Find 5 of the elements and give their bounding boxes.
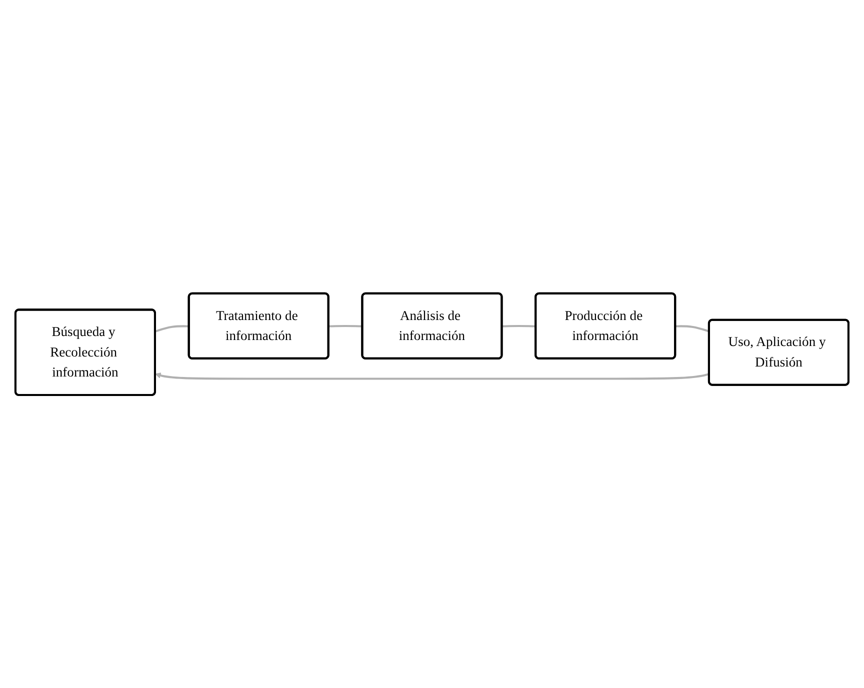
connector	[502, 324, 536, 328]
connector	[328, 324, 363, 328]
connector	[675, 324, 710, 332]
connector	[155, 324, 190, 332]
arrow	[155, 372, 710, 380]
